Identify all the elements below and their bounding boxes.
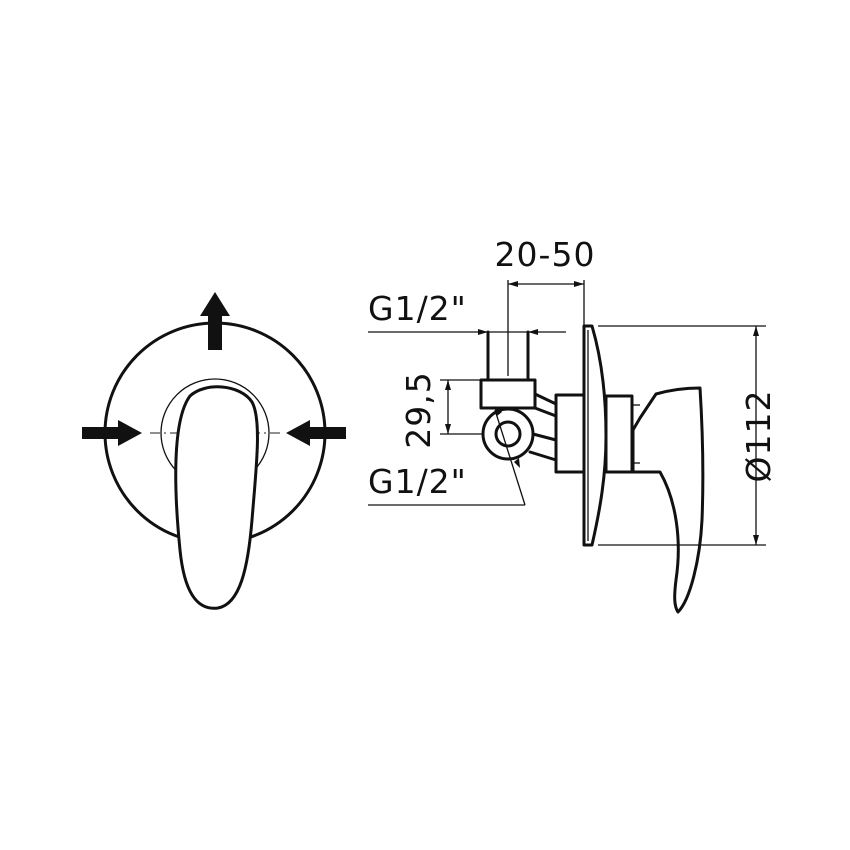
dimension-g12-bottom: G1/2"	[368, 406, 526, 506]
valve-body-rear	[554, 393, 586, 474]
dim-label-diameter: Ø112	[739, 390, 778, 483]
arrow-right-icon	[82, 420, 142, 446]
valve-body-front	[604, 394, 634, 474]
arrow-up-icon	[200, 292, 230, 350]
dimension-20-50: 20-50	[495, 235, 596, 376]
dim-label-g12-top: G1/2"	[368, 289, 467, 328]
dim-label-g12-bottom: G1/2"	[368, 462, 467, 501]
lever-side	[631, 386, 705, 614]
dimension-diameter: Ø112	[598, 325, 778, 546]
front-view	[82, 292, 346, 610]
dimension-g12-top: G1/2"	[368, 289, 566, 335]
side-view	[479, 324, 705, 614]
arrow-left-icon	[286, 420, 346, 446]
lever-handle	[174, 385, 259, 610]
wall-plate-side	[582, 324, 608, 547]
dimension-29-5: 29,5	[399, 371, 483, 449]
top-inlet-fitting	[479, 330, 558, 418]
bottom-inlet-fitting	[481, 407, 558, 462]
dim-label-29-5: 29,5	[399, 371, 438, 448]
dim-label-20-50: 20-50	[495, 235, 596, 274]
